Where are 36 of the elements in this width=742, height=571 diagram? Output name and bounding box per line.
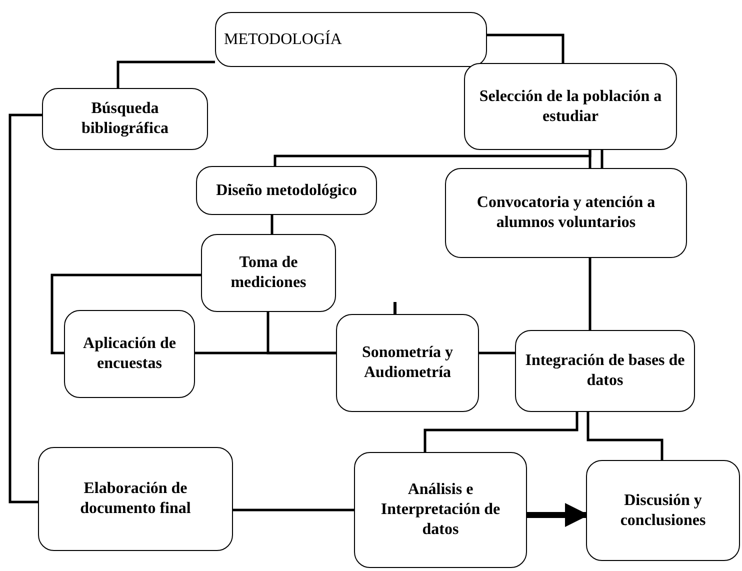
process-box: [445, 168, 687, 258]
process-box: [464, 63, 677, 150]
connector-line: [270, 215, 274, 234]
process-box: [215, 12, 487, 67]
connector-line: [8, 114, 42, 504]
connector-line: [588, 258, 592, 330]
connector-line: [233, 508, 354, 512]
box-label: Toma de mediciones: [230, 253, 308, 293]
connector-line: [266, 312, 336, 354]
connector-line: [479, 352, 515, 354]
process-box: [354, 452, 527, 568]
connector-line: [487, 34, 564, 63]
process-box: [586, 460, 740, 561]
connector-line: [116, 60, 215, 88]
box-label: Discusión y conclusiones: [619, 490, 707, 530]
box-label: Integración de bases de datos: [524, 351, 686, 391]
process-box: [38, 447, 233, 551]
process-box: [196, 166, 377, 215]
process-box: [515, 330, 695, 412]
process-box: [42, 88, 208, 150]
box-label: Aplicación de encuestas: [82, 334, 177, 374]
connector-line: [586, 412, 664, 460]
box-label: Elaboración de documento final: [79, 479, 192, 519]
box-label: Convocatoria y atención a alumnos voluntarios: [476, 193, 656, 233]
box-label: METODOLOGÍA: [224, 30, 342, 50]
connector-line: [50, 274, 201, 354]
process-box: [201, 234, 336, 312]
process-box: [336, 314, 479, 412]
box-label: Diseño metodológico: [216, 180, 357, 200]
box-label: Búsqueda bibliográfica: [80, 99, 170, 139]
box-label: Selección de la población a estudiar: [478, 86, 663, 126]
box-label: Análisis e Interpretación de datos: [380, 480, 502, 540]
process-box: [64, 310, 195, 398]
connector-line: [588, 148, 604, 170]
connector-line: [424, 412, 578, 452]
box-label: Sonometría y Audiometría: [360, 343, 454, 383]
